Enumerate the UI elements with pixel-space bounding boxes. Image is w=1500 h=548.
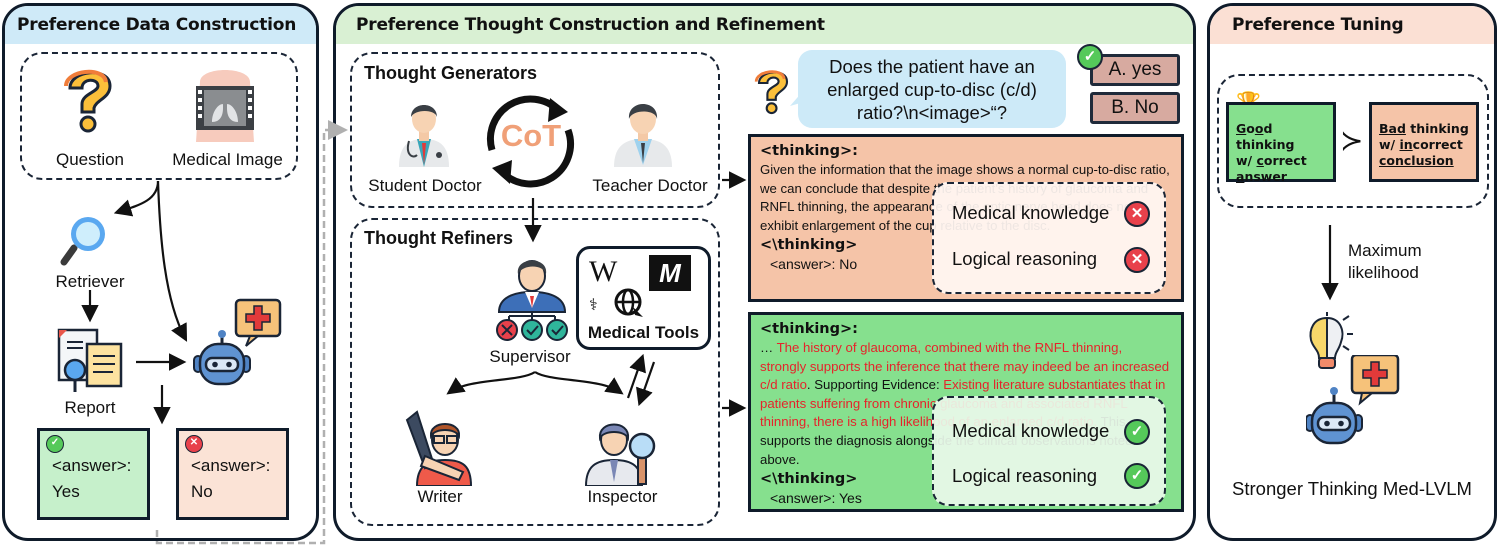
question-bubble: Does the patient have an enlarged cup-to… [798,50,1066,128]
panel-title: Preference Thought Construction and Refi… [336,6,1193,44]
correct-answer-box: ✓ <answer>: Yes [37,428,150,520]
correct-option-check-icon: ✓ [1077,44,1103,70]
panel-preference-tuning: Preference Tuning [1207,3,1497,541]
cross-icon: ✕ [1124,201,1150,227]
result-model-label: Stronger Thinking Med-LVLM [1232,478,1472,499]
option-a[interactable]: A. yes [1090,54,1180,86]
wikipedia-icon: W [589,255,618,288]
teacher-doctor-label: Teacher Doctor [592,176,708,195]
card-answer: <answer>: No [770,256,858,273]
question-line-1: Does the patient have an [829,56,1035,77]
report-label: Report [64,398,116,417]
medical-robot-icon [1306,355,1400,445]
question-mark-icon [64,69,112,133]
thinking-open-tag: <thinking>: [760,143,858,159]
good-line-1: Good thinking [1236,121,1295,152]
thinking-open-tag: <thinking>: [760,321,858,337]
student-doctor-label: Student Doctor [368,176,482,195]
panel-title: Preference Tuning [1210,6,1494,44]
maximum-likelihood-label: Maximum likelihood [1348,241,1422,282]
good-verdict-box: Medical knowledge ✓ Logical reasoning ✓ [932,396,1166,506]
writer-label: Writer [417,487,463,506]
answer-tag: <answer>: [52,456,132,475]
medical-book-icon: M [649,255,691,291]
bad-line-2: w/ incorrect [1379,137,1463,152]
body-seg: … [760,340,777,355]
cross-icon: ✕ [1124,247,1150,273]
card-answer: <answer>: Yes [770,490,862,507]
cot-label: CoT [500,118,562,153]
retriever-label: Retriever [55,272,125,291]
stethoscope-icon: ⚕ [589,297,598,314]
bubble-tail [790,90,804,106]
medical-knowledge-label: Medical knowledge [952,202,1110,223]
chest-xray-icon [196,70,254,142]
check-icon: ✓ [46,435,64,453]
cross-icon: ✕ [185,435,203,453]
question-label: Question [55,150,125,169]
answer-value: No [191,482,213,501]
logical-reasoning-label: Logical reasoning [952,248,1098,269]
inspector-icon [584,423,656,486]
bad-verdict-box: Medical knowledge ✕ Logical reasoning ✕ [932,182,1166,294]
logical-reasoning-label: Logical reasoning [952,465,1098,486]
check-icon: ✓ [1124,419,1150,445]
cycle-arrows-icon [486,95,574,188]
answer-value: Yes [52,482,80,501]
thought-generators-title: Thought Generators [364,63,538,83]
good-line-3: answer [1236,169,1287,184]
body-seg: . Supporting Evidence: [806,377,944,393]
report-icon [57,328,123,392]
thought-generators-group [350,52,720,208]
inspector-label: Inspector [587,487,658,506]
body-highlight: The history of glaucoma, combined with t… [760,340,1170,393]
good-thinking-box: Good thinking w/ correct answer [1226,102,1336,184]
good-line-2: w/ correct [1236,153,1307,168]
bad-line-3: conclusion [1379,153,1454,168]
question-line-2: enlarged cup-to-disc (c/d) [827,79,1037,100]
incorrect-answer-box: ✕ <answer>: No [176,428,289,520]
thought-refiners-title: Thought Refiners [364,228,513,248]
bad-thinking-box: Bad thinking w/ incorrect conclusion [1369,102,1479,182]
question-line-3: ratio?\n<image>“? [856,102,1008,123]
supervisor-icon [496,260,568,341]
answer-tag: <answer>: [191,456,271,475]
medical-robot-icon [193,298,282,386]
magnifier-icon [60,217,105,266]
thinking-close-tag: <\thinking> [760,237,858,254]
option-b[interactable]: B. No [1090,92,1180,124]
medical-image-label: Medical Image [172,150,283,169]
preferred-over-symbol: ≻ [1340,125,1364,156]
check-icon: ✓ [1124,463,1150,489]
globe-icon [614,288,643,317]
bad-line-1: Bad thinking [1379,121,1469,136]
medical-tools-box[interactable]: W M ⚕ Medical Tools [576,246,711,350]
thinking-close-tag: <\thinking> [760,471,858,488]
preference-pair-group [1217,74,1489,208]
writer-icon [405,410,473,486]
panel-title: Preference Data Construction [5,6,316,44]
thought-refiners-group [350,218,720,526]
supervisor-label: Supervisor [489,347,571,366]
teacher-doctor-icon [614,104,672,167]
medical-knowledge-label: Medical knowledge [952,420,1110,441]
medical-tools-label: Medical Tools [587,323,700,342]
lightbulb-brain-icon [1309,312,1353,369]
question-mark-icon [754,70,789,115]
student-doctor-icon [399,105,449,167]
